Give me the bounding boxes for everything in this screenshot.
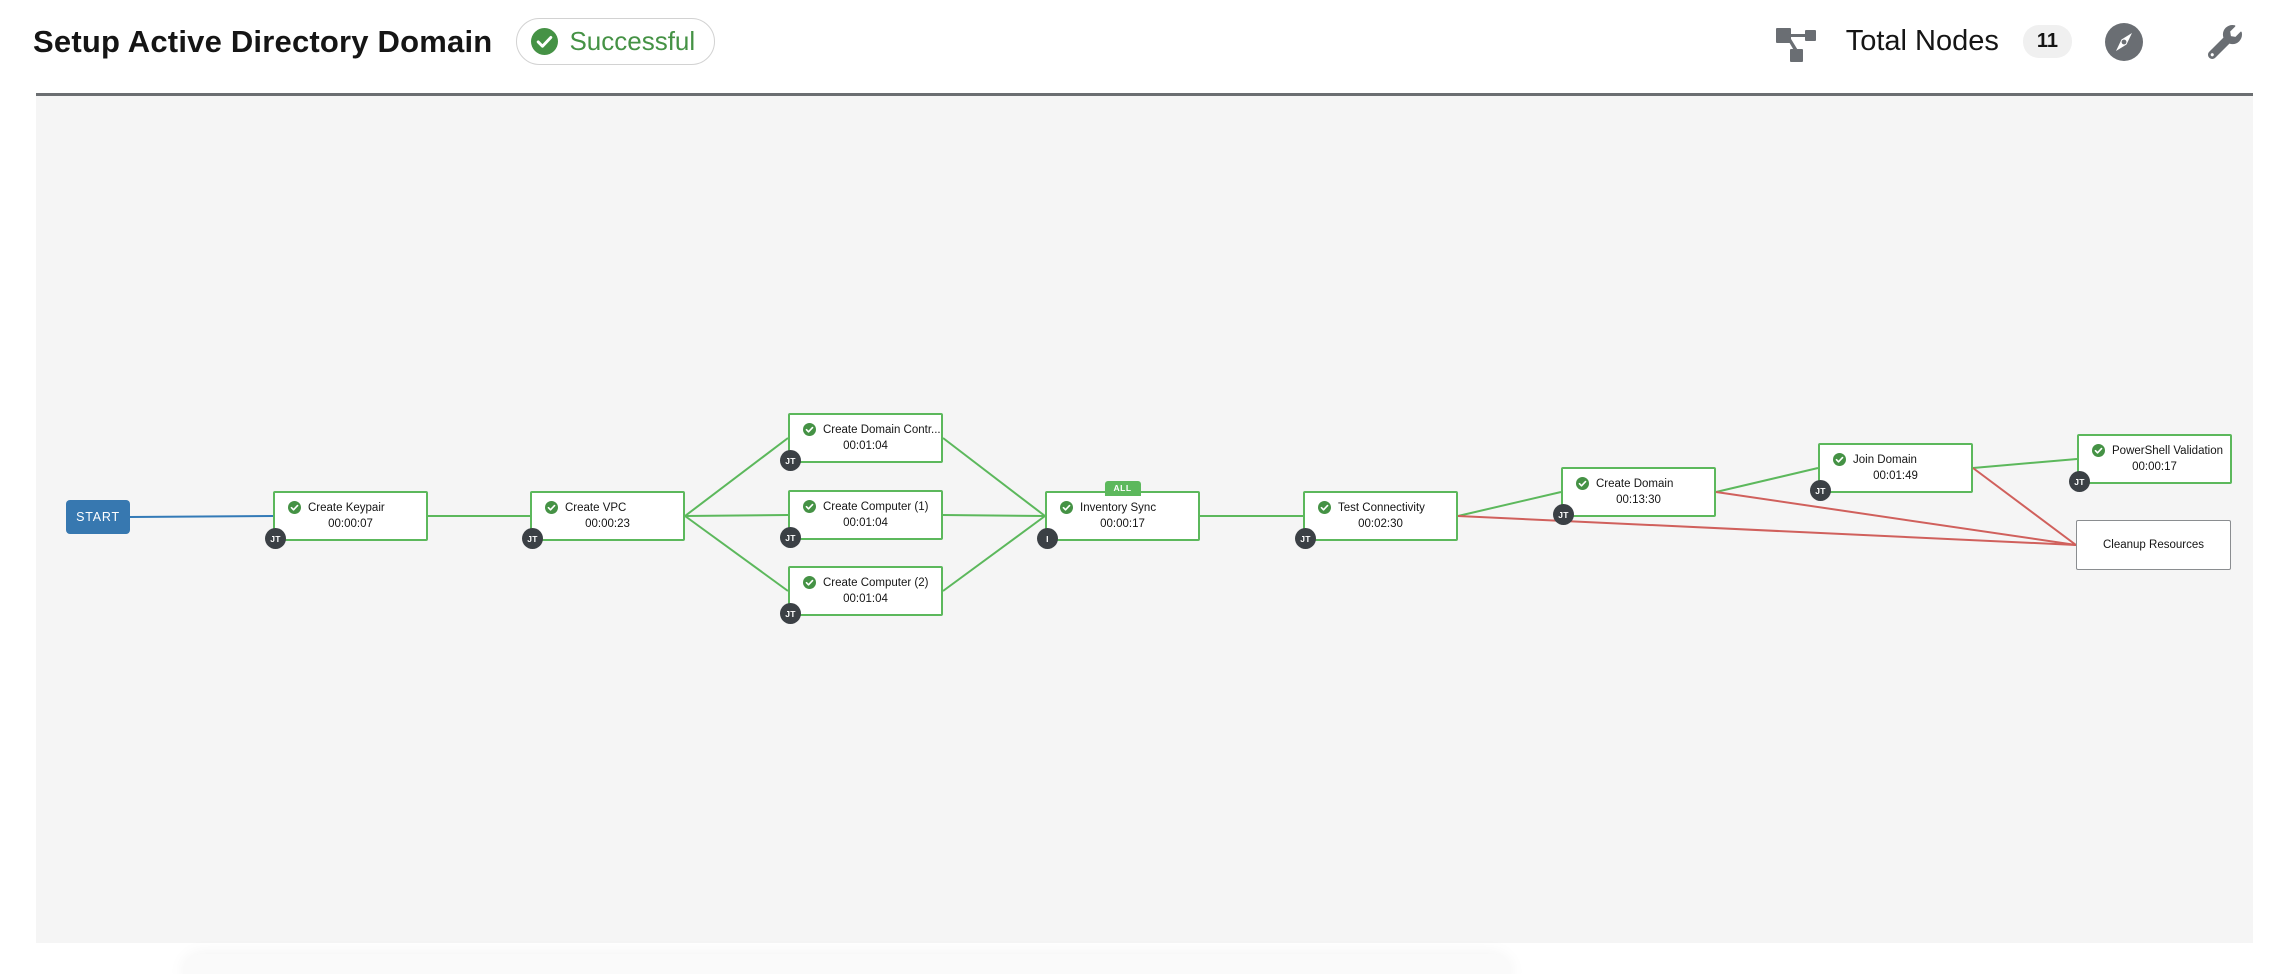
tools-button[interactable] (2208, 24, 2242, 59)
workflow-edge-domain-join[interactable] (1715, 467, 1819, 493)
node-type-badge: JT (1810, 480, 1831, 501)
node-elapsed-time: 00:02:30 (1358, 518, 1403, 530)
total-nodes-count-badge: 11 (2022, 25, 2072, 58)
node-type-badge: JT (522, 528, 543, 549)
node-type-badge: JT (265, 528, 286, 549)
node-label: Inventory Sync (1080, 501, 1157, 514)
node-success-check-icon (1833, 453, 1846, 466)
node-elapsed-time: 00:00:17 (2132, 461, 2177, 473)
node-success-check-icon (288, 501, 301, 514)
node-success-check-icon (803, 576, 816, 589)
node-label: Join Domain (1853, 453, 1917, 466)
node-label: Create Computer (1) (823, 500, 929, 513)
page-title: Setup Active Directory Domain (33, 23, 493, 59)
node-label: Create VPC (565, 501, 627, 514)
node-label: Cleanup Resources (2102, 539, 2204, 551)
node-elapsed-time: 00:00:17 (1100, 518, 1145, 530)
node-label: Create Domain Contr... (823, 423, 941, 436)
node-type-badge: JT (1295, 528, 1316, 549)
node-success-check-icon (803, 500, 816, 513)
node-elapsed-time: 00:00:23 (585, 518, 630, 530)
node-success-check-icon (1576, 477, 1589, 490)
node-elapsed-time: 00:01:04 (843, 440, 888, 452)
node-success-check-icon (1060, 501, 1073, 514)
compass-icon (2104, 22, 2144, 62)
workflow-edge-dc-inv[interactable] (942, 437, 1046, 517)
status-badge[interactable]: Successful (516, 18, 716, 65)
check-circle-icon (531, 28, 559, 55)
node-success-check-icon (1318, 501, 1331, 514)
node-type-badge: JT (1553, 504, 1574, 525)
sitemap-icon (1774, 22, 1820, 62)
node-label: PowerShell Validation (2112, 444, 2224, 457)
workflow-start-node[interactable]: START (66, 500, 130, 534)
node-type-badge: JT (780, 527, 801, 548)
workflow-edge-test-domain[interactable] (1457, 491, 1562, 517)
workflow-edge-comp2-inv[interactable] (942, 515, 1046, 592)
node-type-badge: JT (780, 603, 801, 624)
wrench-icon (2208, 24, 2242, 59)
workflow-edge-vpc-comp2[interactable] (684, 515, 789, 592)
node-label: Test Connectivity (1338, 501, 1425, 514)
node-success-check-icon (803, 423, 816, 436)
workflow-edge-vpc-comp1[interactable] (684, 514, 789, 517)
node-convergence-all-badge: ALL (1104, 481, 1141, 496)
node-label: Create Domain (1596, 477, 1674, 490)
total-nodes-label: Total Nodes (1845, 25, 1999, 57)
node-elapsed-time: 00:13:30 (1616, 494, 1661, 506)
workflow-edge-domain-cleanup[interactable] (1715, 491, 2077, 546)
node-elapsed-time: 00:01:04 (843, 517, 888, 529)
node-success-check-icon (545, 501, 558, 514)
node-type-badge: JT (780, 450, 801, 471)
page-header: Setup Active Directory Domain Successful… (0, 0, 2290, 93)
workflow-edge-comp1-inv[interactable] (942, 514, 1046, 517)
node-label: Create Computer (2) (823, 576, 929, 589)
workflow-edges-layer (129, 437, 2078, 592)
status-badge-label: Successful (569, 26, 696, 56)
workflow-edge-vpc-dc[interactable] (684, 437, 789, 517)
legend-compass-button[interactable] (2104, 22, 2144, 62)
legend-panel-peek (184, 954, 1510, 974)
node-type-badge: JT (2069, 471, 2090, 492)
workflow-edge-join-psval[interactable] (1972, 458, 2078, 469)
node-type-badge: I (1037, 528, 1058, 549)
node-elapsed-time: 00:01:04 (843, 593, 888, 605)
node-elapsed-time: 00:00:07 (328, 518, 373, 530)
workflow-node-cleanup[interactable]: Cleanup Resources (2076, 520, 2231, 570)
workflow-edge-join-cleanup[interactable] (1972, 467, 2077, 546)
node-success-check-icon (2092, 444, 2105, 457)
node-elapsed-time: 00:01:49 (1873, 470, 1918, 482)
workflow-edge-start-keypair[interactable] (129, 515, 274, 518)
node-label: Create Keypair (308, 501, 385, 514)
